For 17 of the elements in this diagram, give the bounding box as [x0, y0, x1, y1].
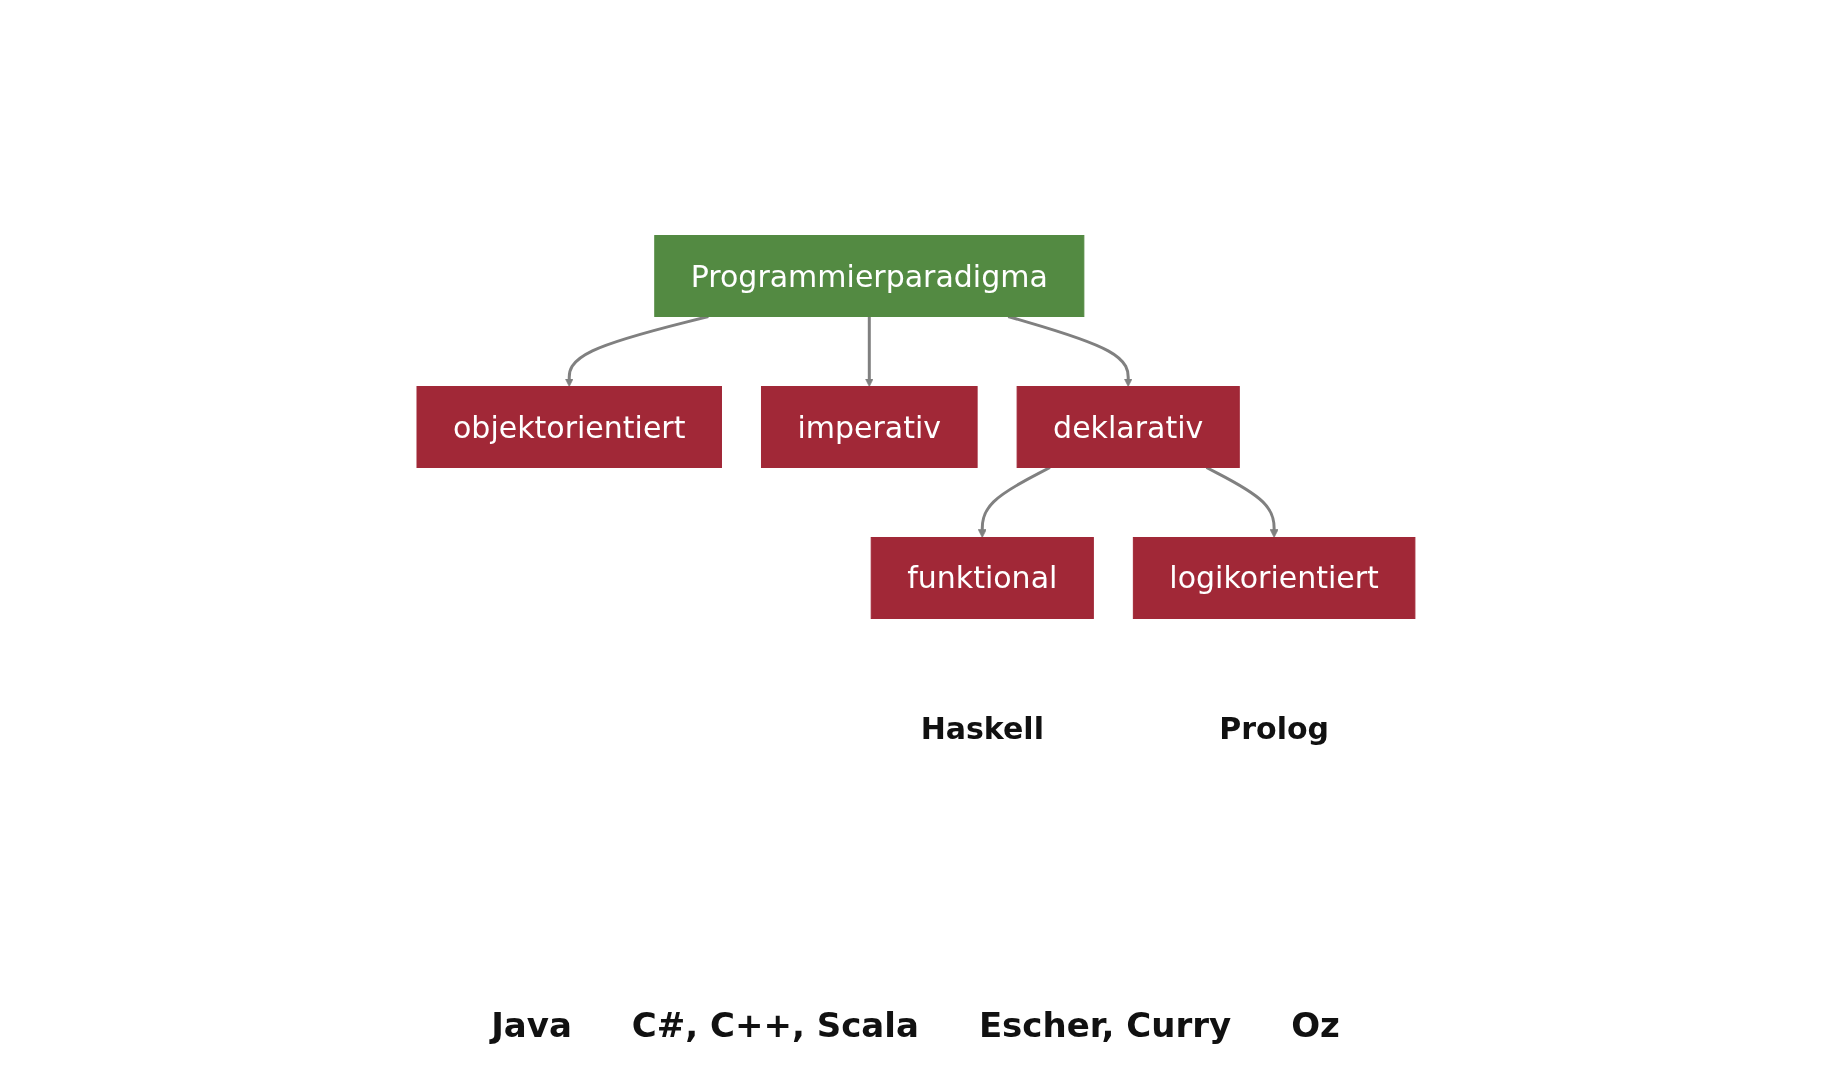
node-box: imperativ — [760, 386, 978, 468]
language-label: Oz — [1291, 1005, 1340, 1045]
node-box: deklarativ — [1016, 386, 1240, 468]
language-label: Escher, Curry — [978, 1005, 1232, 1045]
arrow — [1205, 466, 1279, 538]
arrow — [1007, 315, 1133, 387]
arrow — [864, 316, 874, 387]
node-label: Prolog — [1218, 711, 1329, 747]
language-label: C#, C++, Scala — [631, 1005, 919, 1045]
node-box: logikorientiert — [1132, 537, 1415, 619]
arrow — [564, 315, 709, 387]
language-label: Java — [491, 1005, 572, 1045]
node-label: Haskell — [920, 711, 1044, 747]
arrow — [977, 466, 1051, 538]
node-box: Programmierparadigma — [653, 235, 1084, 317]
node-box: funktional — [870, 537, 1094, 619]
node-box: objektorientiert — [416, 386, 722, 468]
